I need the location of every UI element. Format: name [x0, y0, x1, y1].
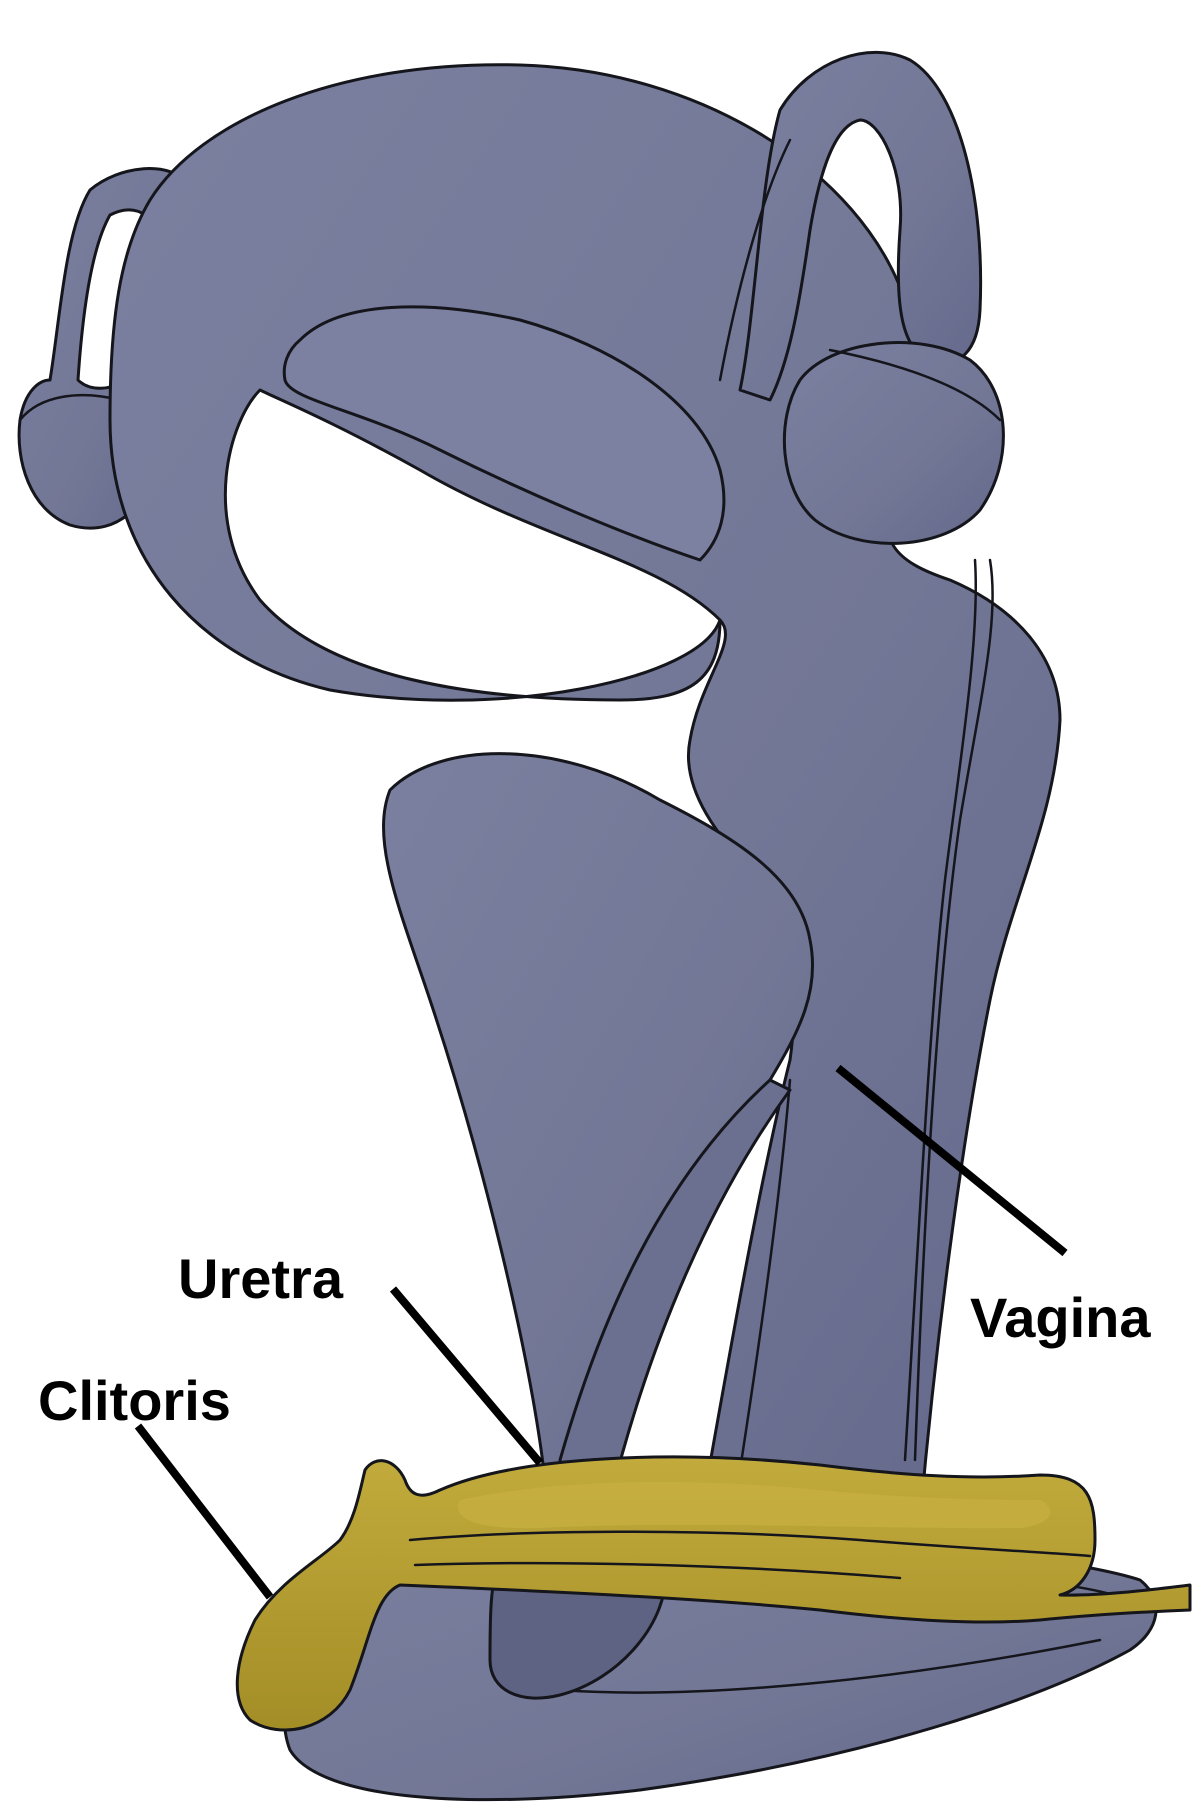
vagina-label: Vagina: [970, 1286, 1151, 1349]
right-ovary: [784, 343, 1003, 544]
clitoris-leader: [138, 1426, 270, 1597]
clitoris-label: Clitoris: [38, 1369, 231, 1432]
uretra-label: Uretra: [178, 1247, 344, 1310]
